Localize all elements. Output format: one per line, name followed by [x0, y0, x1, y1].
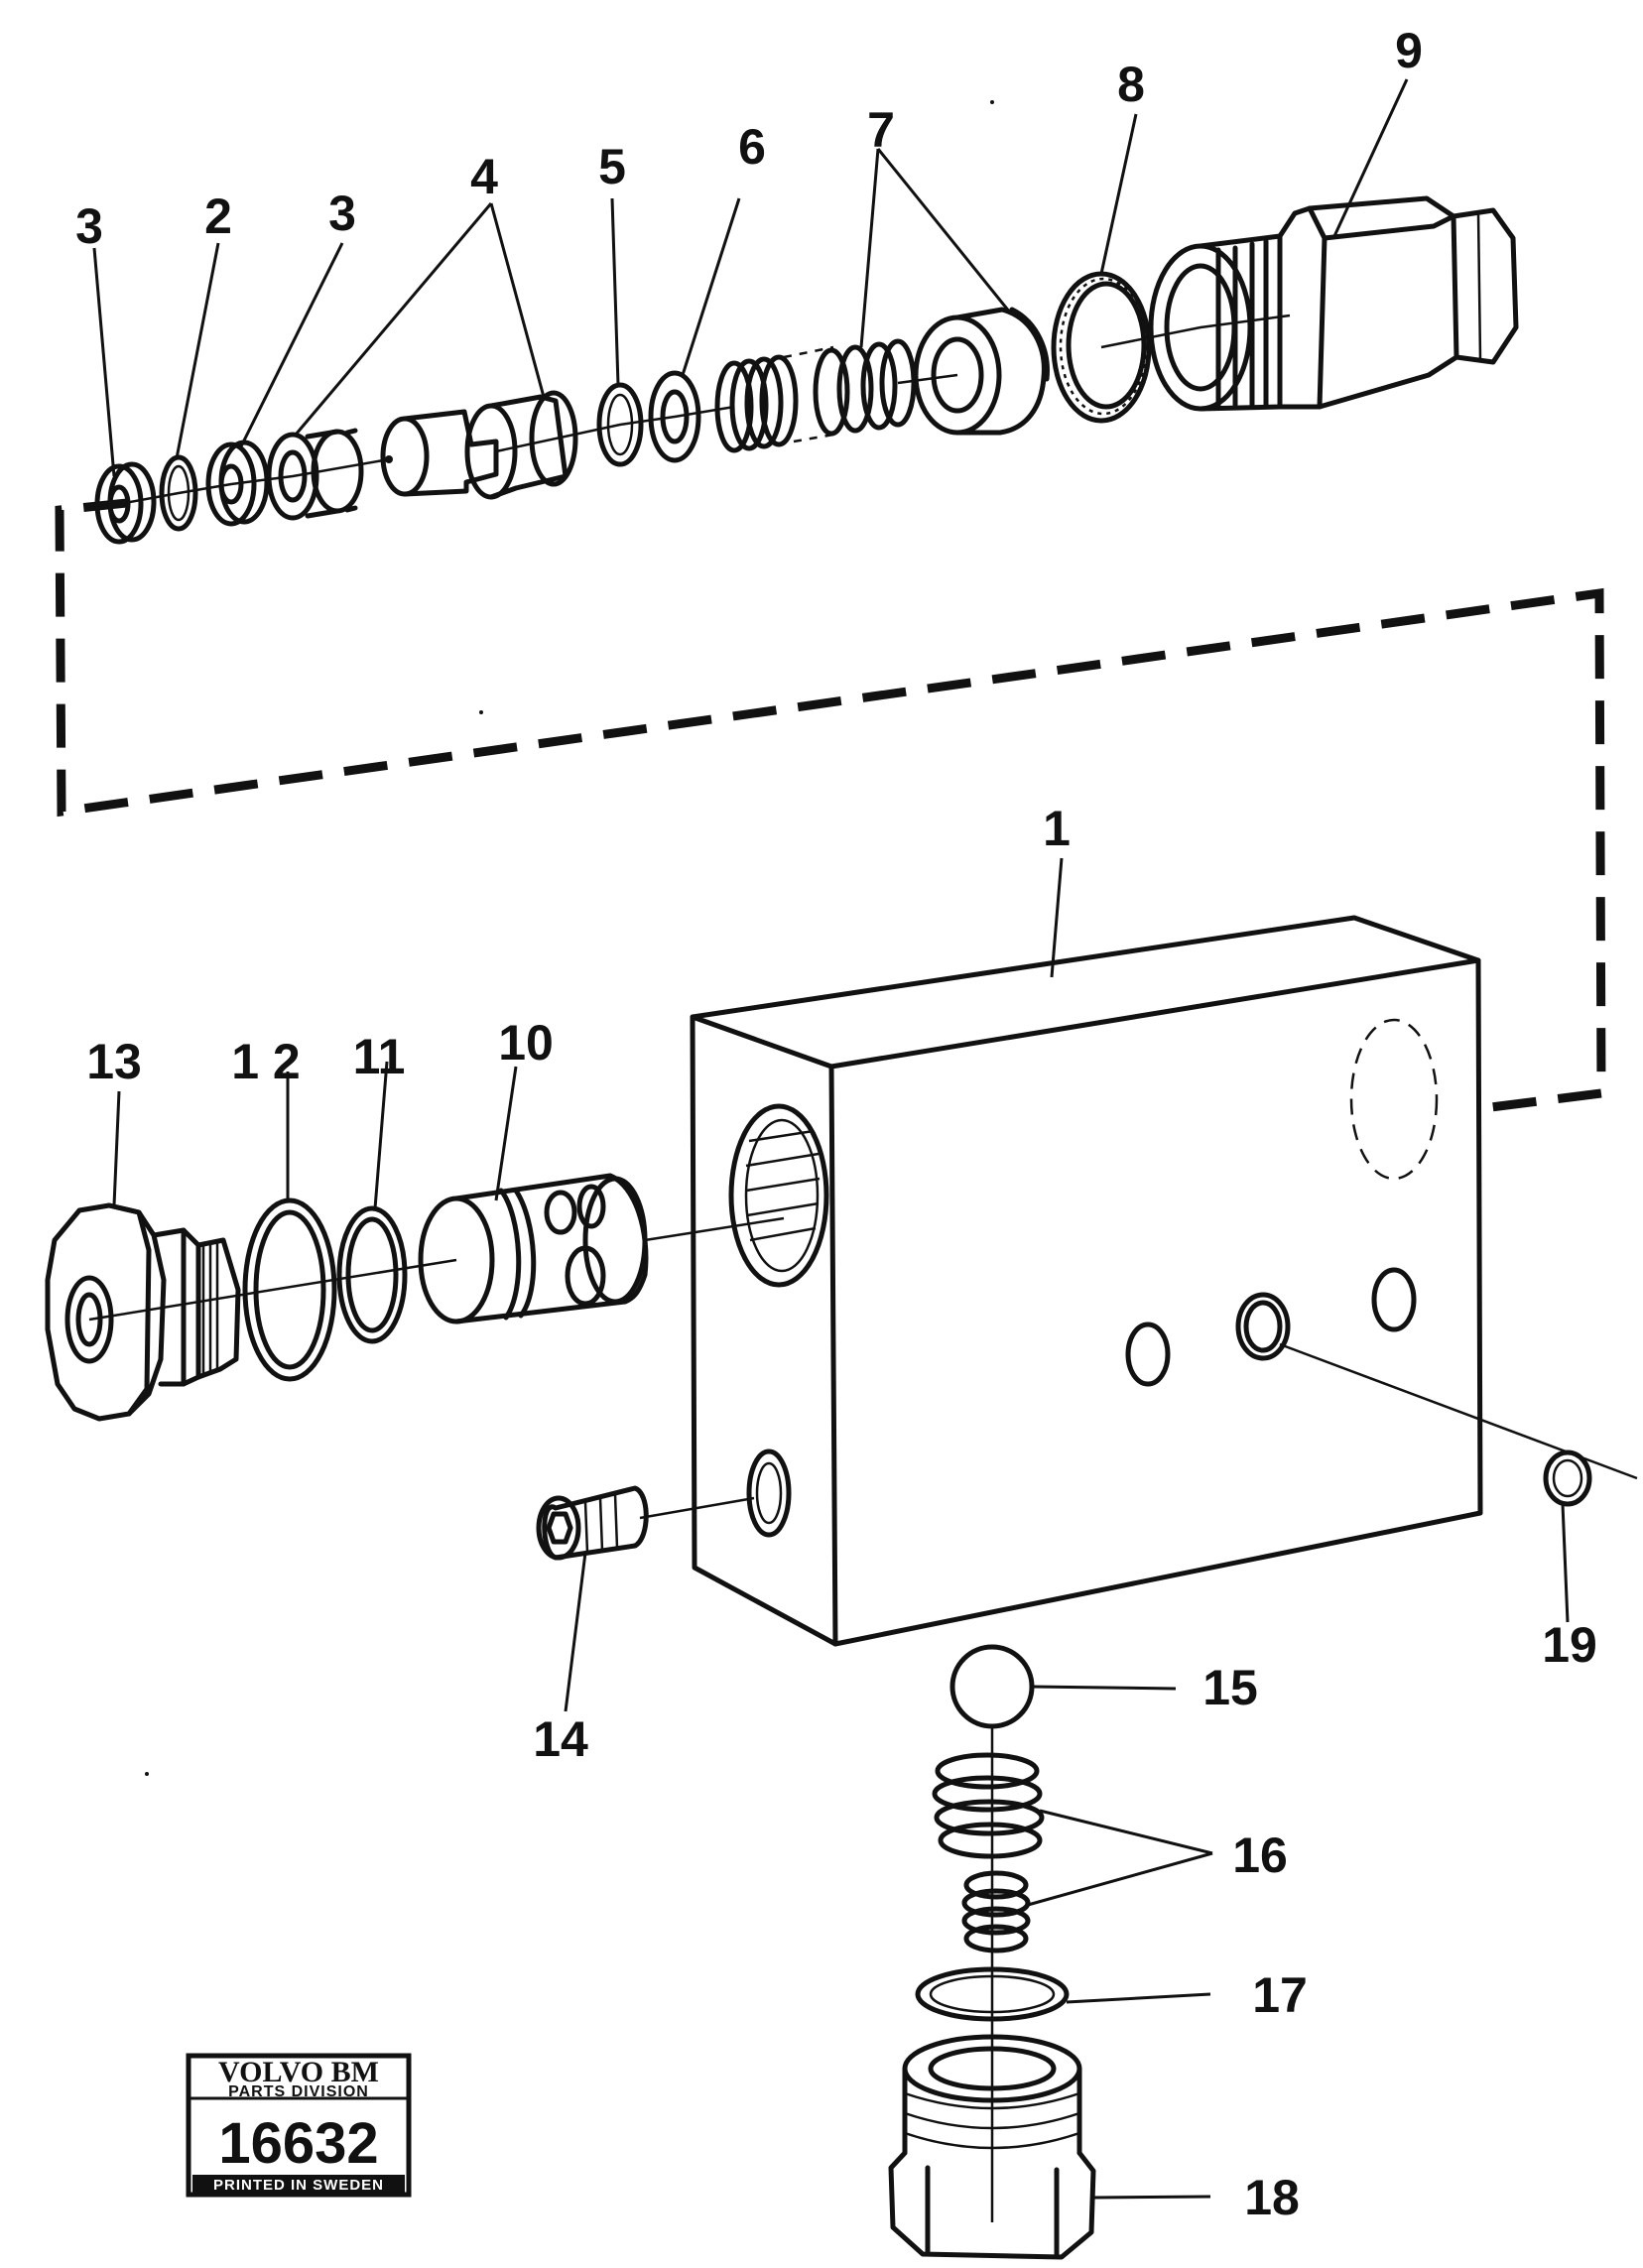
assembly-dashed-line — [55, 498, 1606, 1113]
label-part-17: 17 — [1252, 1967, 1308, 2023]
label-part-7: 7 — [867, 102, 895, 158]
label-part-6: 6 — [738, 119, 766, 175]
part-7-spring — [714, 338, 917, 453]
part-13-plug — [45, 1202, 241, 1422]
part-16-spring-small — [961, 1870, 1031, 1953]
label-part-19: 19 — [1542, 1617, 1597, 1673]
label-part-9: 9 — [1395, 23, 1423, 78]
part-12-ring — [242, 1197, 337, 1382]
top-axis-line — [118, 314, 1291, 506]
label-part-8: 8 — [1117, 57, 1145, 112]
label-part-5: 5 — [598, 139, 626, 194]
stamp-division: PARTS DIVISION — [228, 2083, 369, 2100]
stamp-brand: VOLVO BM — [218, 2056, 379, 2088]
part-4-valve-seat — [266, 428, 364, 521]
part-14-set-screw — [536, 1485, 649, 1561]
label-part-13: 13 — [86, 1034, 142, 1089]
part-3-left — [94, 461, 157, 545]
label-part-18: 18 — [1244, 2170, 1300, 2225]
middle-axis-line — [88, 1216, 785, 1322]
part-9-plug-body — [1148, 195, 1519, 412]
label-part-10: 10 — [498, 1015, 554, 1071]
part-4-valve-poppet — [380, 390, 578, 500]
label-part-16: 16 — [1232, 1827, 1288, 1883]
callout-labels: 3 2 3 4 5 6 7 8 9 1 13 1 2 11 10 14 15 1… — [75, 23, 1597, 2225]
stamp-number: 16632 — [218, 2111, 378, 2176]
part-6-washer — [648, 370, 701, 463]
part-1-valve-block — [690, 915, 1483, 1647]
label-part-14: 14 — [533, 1711, 588, 1767]
part-18-plug — [888, 2034, 1096, 2260]
label-part-4: 4 — [470, 149, 498, 204]
part-19-axis — [1279, 1342, 1638, 1480]
part-16-spring-large — [932, 1752, 1045, 1859]
part-5-washer — [596, 382, 644, 467]
parts-division-stamp: VOLVO BM PARTS DIVISION 16632 PRINTED IN… — [186, 2053, 412, 2198]
part-14-axis — [639, 1496, 755, 1520]
leader-lines — [92, 78, 1570, 2200]
label-part-11: 11 — [353, 1029, 406, 1084]
part-2-ring — [159, 454, 198, 532]
part-11-ring — [336, 1205, 408, 1344]
part-15-ball — [949, 1644, 1035, 1729]
part-19-ring — [1543, 1449, 1592, 1507]
label-part-1: 1 — [1043, 801, 1071, 856]
part-10-valve-sleeve — [418, 1173, 649, 1324]
part-7-piston — [913, 307, 1050, 436]
part-17-ring — [915, 1966, 1070, 2022]
label-part-3-right: 3 — [328, 186, 356, 241]
label-part-15: 15 — [1202, 1660, 1258, 1715]
label-part-12: 1 2 — [231, 1034, 301, 1089]
label-part-3-left: 3 — [75, 198, 103, 254]
label-part-2: 2 — [204, 189, 232, 244]
stamp-printed: PRINTED IN SWEDEN — [213, 2177, 384, 2194]
